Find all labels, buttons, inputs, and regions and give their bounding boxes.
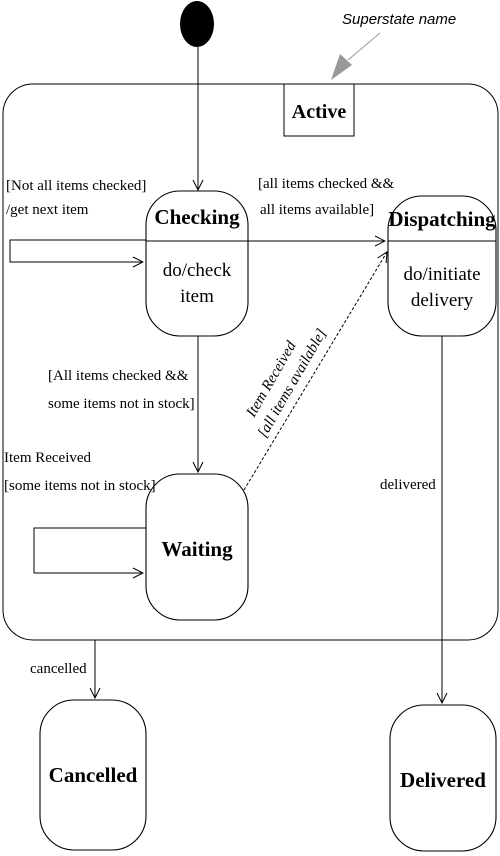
checking-to-dispatching-guard-line2: all items available]: [260, 202, 374, 218]
dispatching-activity-line1: do/initiate: [403, 264, 480, 285]
waiting-self-event: Item Received: [4, 450, 92, 466]
dispatching-title: Dispatching: [388, 207, 496, 231]
checking-self-guard-line1: [Not all items checked]: [6, 178, 146, 194]
transition-checking-self[interactable]: [9, 239, 146, 262]
delivered-title: Delivered: [400, 768, 486, 792]
state-delivered[interactable]: [389, 704, 497, 852]
checking-to-waiting-guard-line1: [All items checked &&: [48, 368, 189, 384]
dispatching-to-delivered-event: delivered: [380, 477, 436, 493]
transition-waiting-self[interactable]: [33, 527, 146, 573]
superstate-name: Active: [292, 101, 347, 123]
superstate-callout-label: Superstate name: [342, 11, 456, 28]
superstate-callout-arrowhead: [331, 54, 352, 80]
waiting-self-guard: [some items not in stock]: [4, 478, 156, 494]
initial-state-node[interactable]: [180, 1, 214, 47]
state-cancelled[interactable]: [39, 699, 147, 851]
checking-to-dispatching-guard-line1: [all items checked &&: [258, 176, 395, 192]
cancelled-title: Cancelled: [49, 763, 138, 787]
superstate-callout-line: [347, 32, 381, 61]
checking-activity-line2: item: [180, 286, 214, 307]
dispatching-activity-line2: delivery: [411, 290, 474, 311]
superstate-name-box[interactable]: [283, 83, 355, 137]
superstate-active-boundary[interactable]: [2, 83, 499, 641]
waiting-title: Waiting: [161, 537, 233, 561]
state-waiting[interactable]: [145, 473, 249, 621]
state-checking[interactable]: [145, 190, 249, 337]
transition-waiting-to-dispatching[interactable]: [243, 252, 387, 491]
active-to-cancelled-event: cancelled: [30, 661, 87, 677]
waiting-to-dispatching-label: Item Received [all items available]: [243, 326, 330, 440]
checking-activity-line1: do/check: [163, 260, 232, 281]
checking-title: Checking: [154, 205, 240, 229]
checking-to-waiting-guard-line2: some items not in stock]: [48, 396, 195, 412]
checking-self-guard-line2: /get next item: [6, 202, 89, 218]
